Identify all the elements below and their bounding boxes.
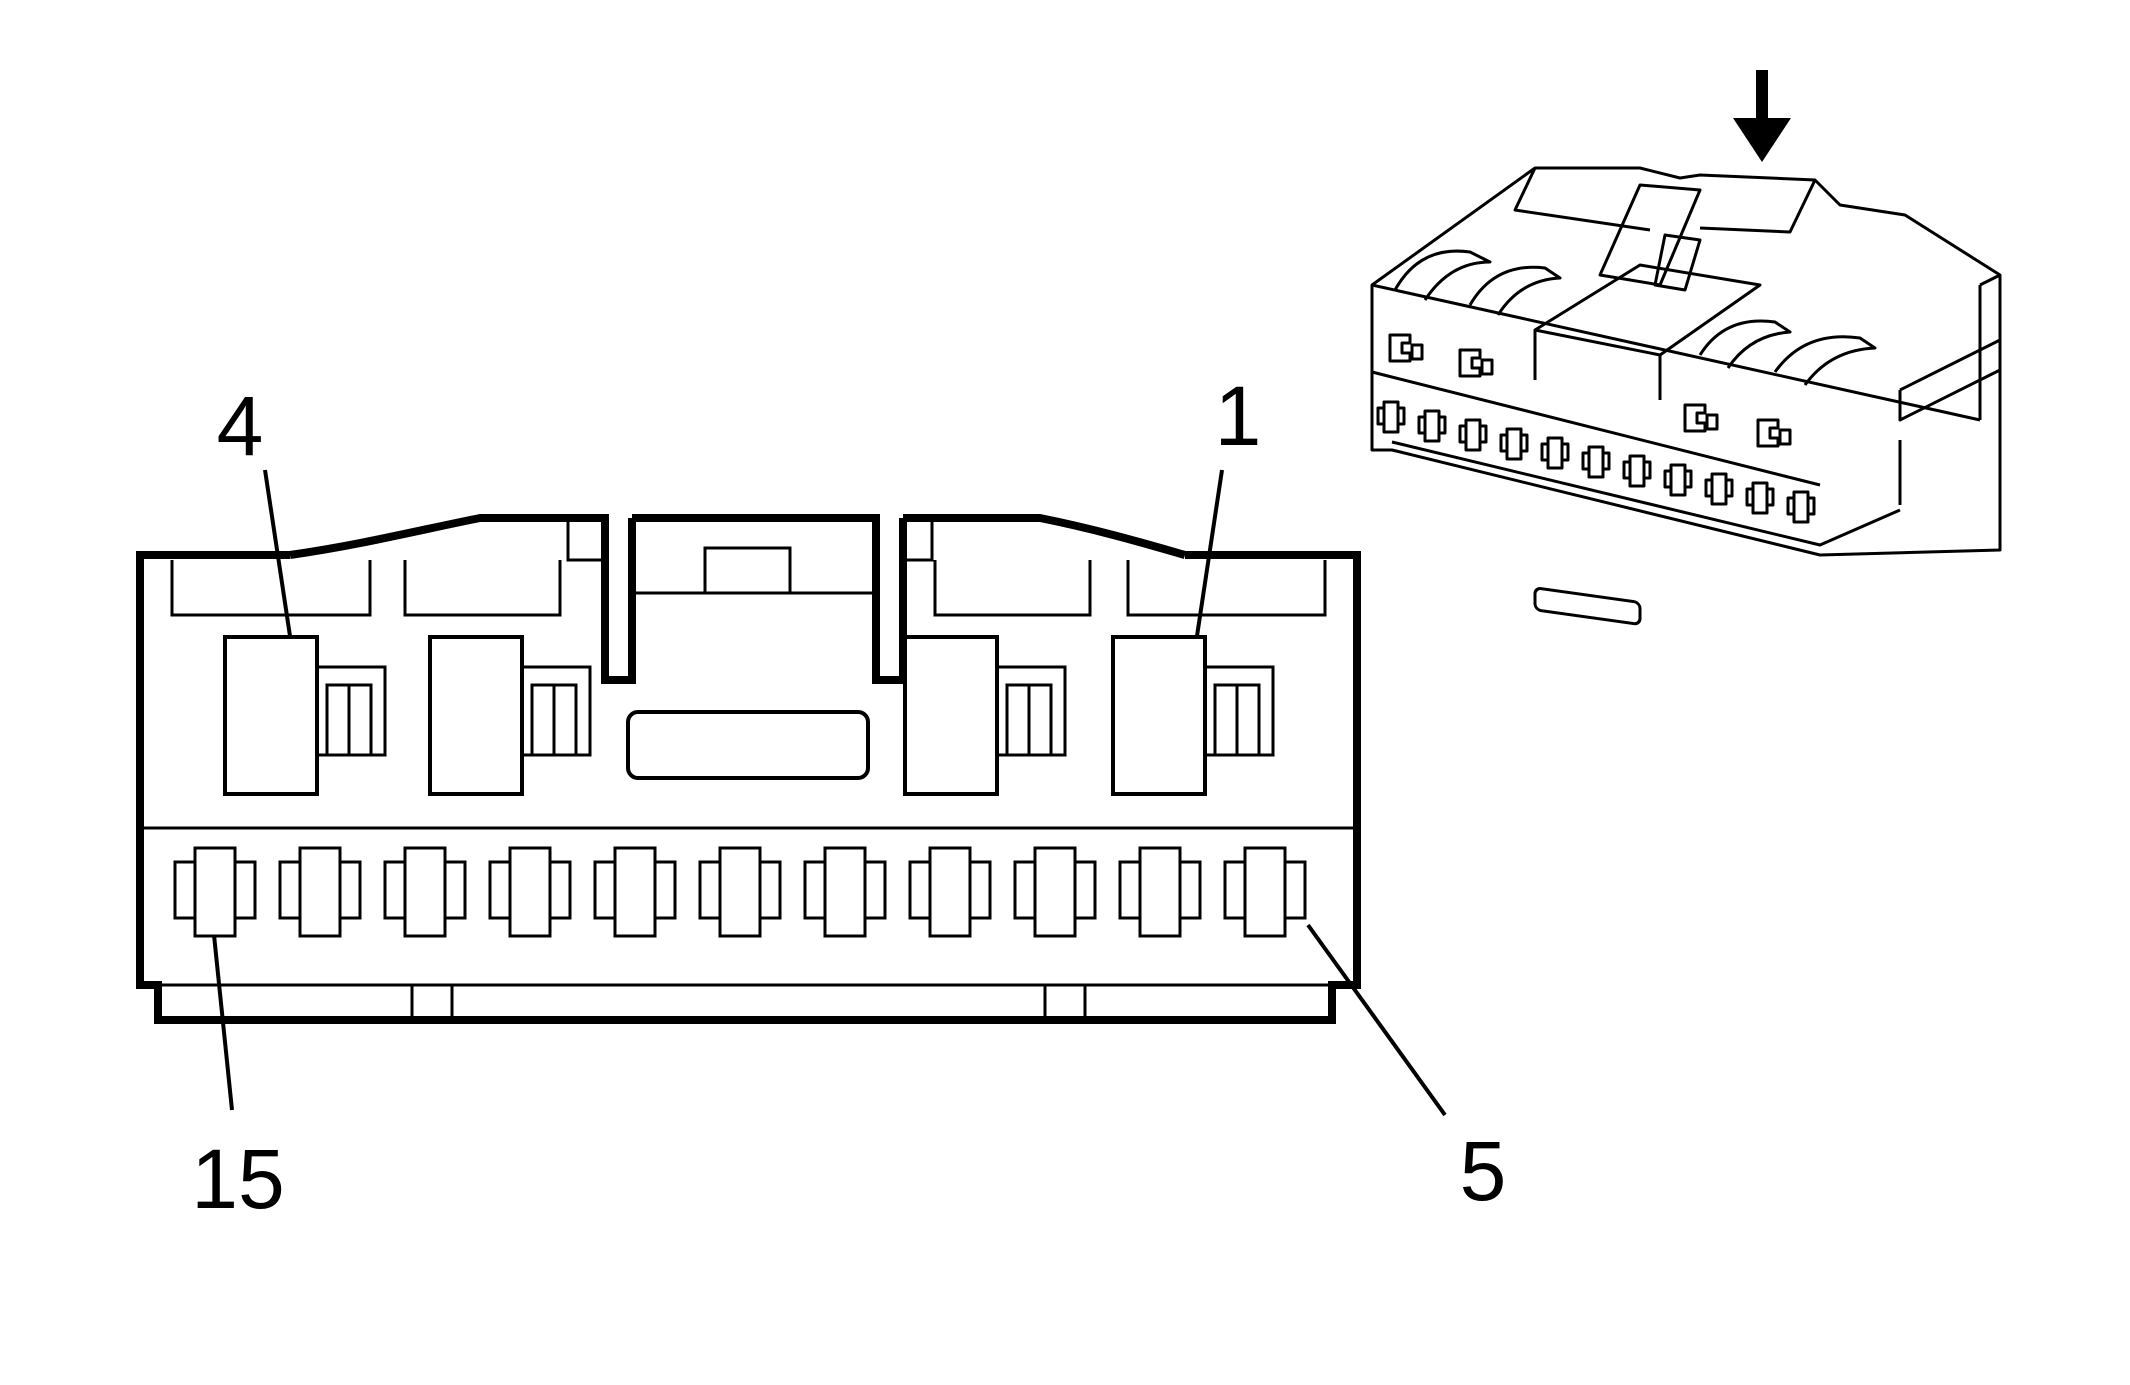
iso-lower-cavity <box>1458 418 1488 452</box>
lower-cavity <box>908 846 992 938</box>
lower-cavity <box>278 846 362 938</box>
recess-right-1 <box>933 560 1092 617</box>
upper-cavity <box>1111 635 1275 796</box>
lower-cavity <box>1013 846 1097 938</box>
latch-tab <box>703 546 792 595</box>
lower-cavity <box>698 846 782 938</box>
iso-top-channel <box>1598 183 1702 292</box>
top-left-shoulder <box>289 514 636 684</box>
lower-cavity <box>1223 846 1307 938</box>
base-divider-left <box>410 985 454 1020</box>
iso-top-edge <box>1371 283 1981 422</box>
lower-cavity <box>488 846 572 938</box>
iso-front-divider <box>1371 370 1821 487</box>
upper-cavity-row <box>223 635 1275 796</box>
iso-side-rib <box>1898 338 2001 505</box>
top-center-channel <box>632 514 907 684</box>
base-divider-right <box>1043 985 1087 1020</box>
top-right-shoulder <box>903 514 1187 559</box>
iso-lower-cavity <box>1499 427 1529 461</box>
iso-top-slot-4 <box>1773 335 1877 386</box>
iso-lower-cavity <box>1581 445 1611 479</box>
leader-line-pin-1 <box>1195 469 1224 637</box>
inner-shoulder-right <box>903 520 934 562</box>
upper-cavity <box>903 635 1067 796</box>
iso-lower-cavity <box>1622 454 1652 488</box>
recess-left-1 <box>170 560 372 617</box>
pin-label-5: 5 <box>1460 1124 1507 1218</box>
lower-cavity <box>1118 846 1202 938</box>
iso-body-outline <box>1370 166 2002 557</box>
recess-right-2 <box>1126 560 1327 617</box>
iso-lower-cavity <box>1704 472 1734 506</box>
iso-bottom-edge <box>1391 440 1901 547</box>
iso-lower-cavity <box>1786 490 1816 524</box>
connector-front-view <box>136 469 1447 1117</box>
down-arrow-icon <box>1733 70 1791 162</box>
lower-cavity <box>173 846 257 938</box>
center-slot <box>626 710 870 780</box>
upper-cavity <box>223 635 387 796</box>
leader-line-pin-15 <box>212 934 234 1111</box>
leader-line-pin-5 <box>1306 923 1447 1117</box>
lower-cavity <box>803 846 887 938</box>
lower-cavity-row <box>173 846 1307 938</box>
iso-lower-cavities <box>1376 400 1816 524</box>
connector-isometric-view <box>1370 70 2002 626</box>
pin-label-4: 4 <box>217 379 264 473</box>
iso-center-slot <box>1533 586 1642 626</box>
iso-top-slot-1 <box>1393 249 1492 301</box>
iso-lower-cavity <box>1745 481 1775 515</box>
leader-line-pin-4 <box>263 469 292 637</box>
iso-top-slot-3 <box>1698 319 1792 369</box>
inner-shoulder-left <box>566 520 605 562</box>
iso-upper-cavities <box>1388 333 1792 448</box>
iso-lower-cavity <box>1540 436 1570 470</box>
iso-top-slot-2 <box>1468 265 1562 316</box>
lower-cavity <box>383 846 467 938</box>
iso-top-rails <box>1513 167 1817 234</box>
pin-label-15: 15 <box>191 1132 284 1226</box>
iso-center-block <box>1533 263 1762 400</box>
iso-lower-cavity <box>1376 400 1406 434</box>
lower-cavity <box>593 846 677 938</box>
pin-label-1: 1 <box>1215 369 1262 463</box>
iso-right-edge <box>1978 273 2001 420</box>
iso-lower-cavity <box>1663 463 1693 497</box>
iso-lower-cavity <box>1417 409 1447 443</box>
housing-outline <box>136 551 1361 1024</box>
upper-cavity <box>428 635 592 796</box>
recess-left-2 <box>403 560 562 617</box>
